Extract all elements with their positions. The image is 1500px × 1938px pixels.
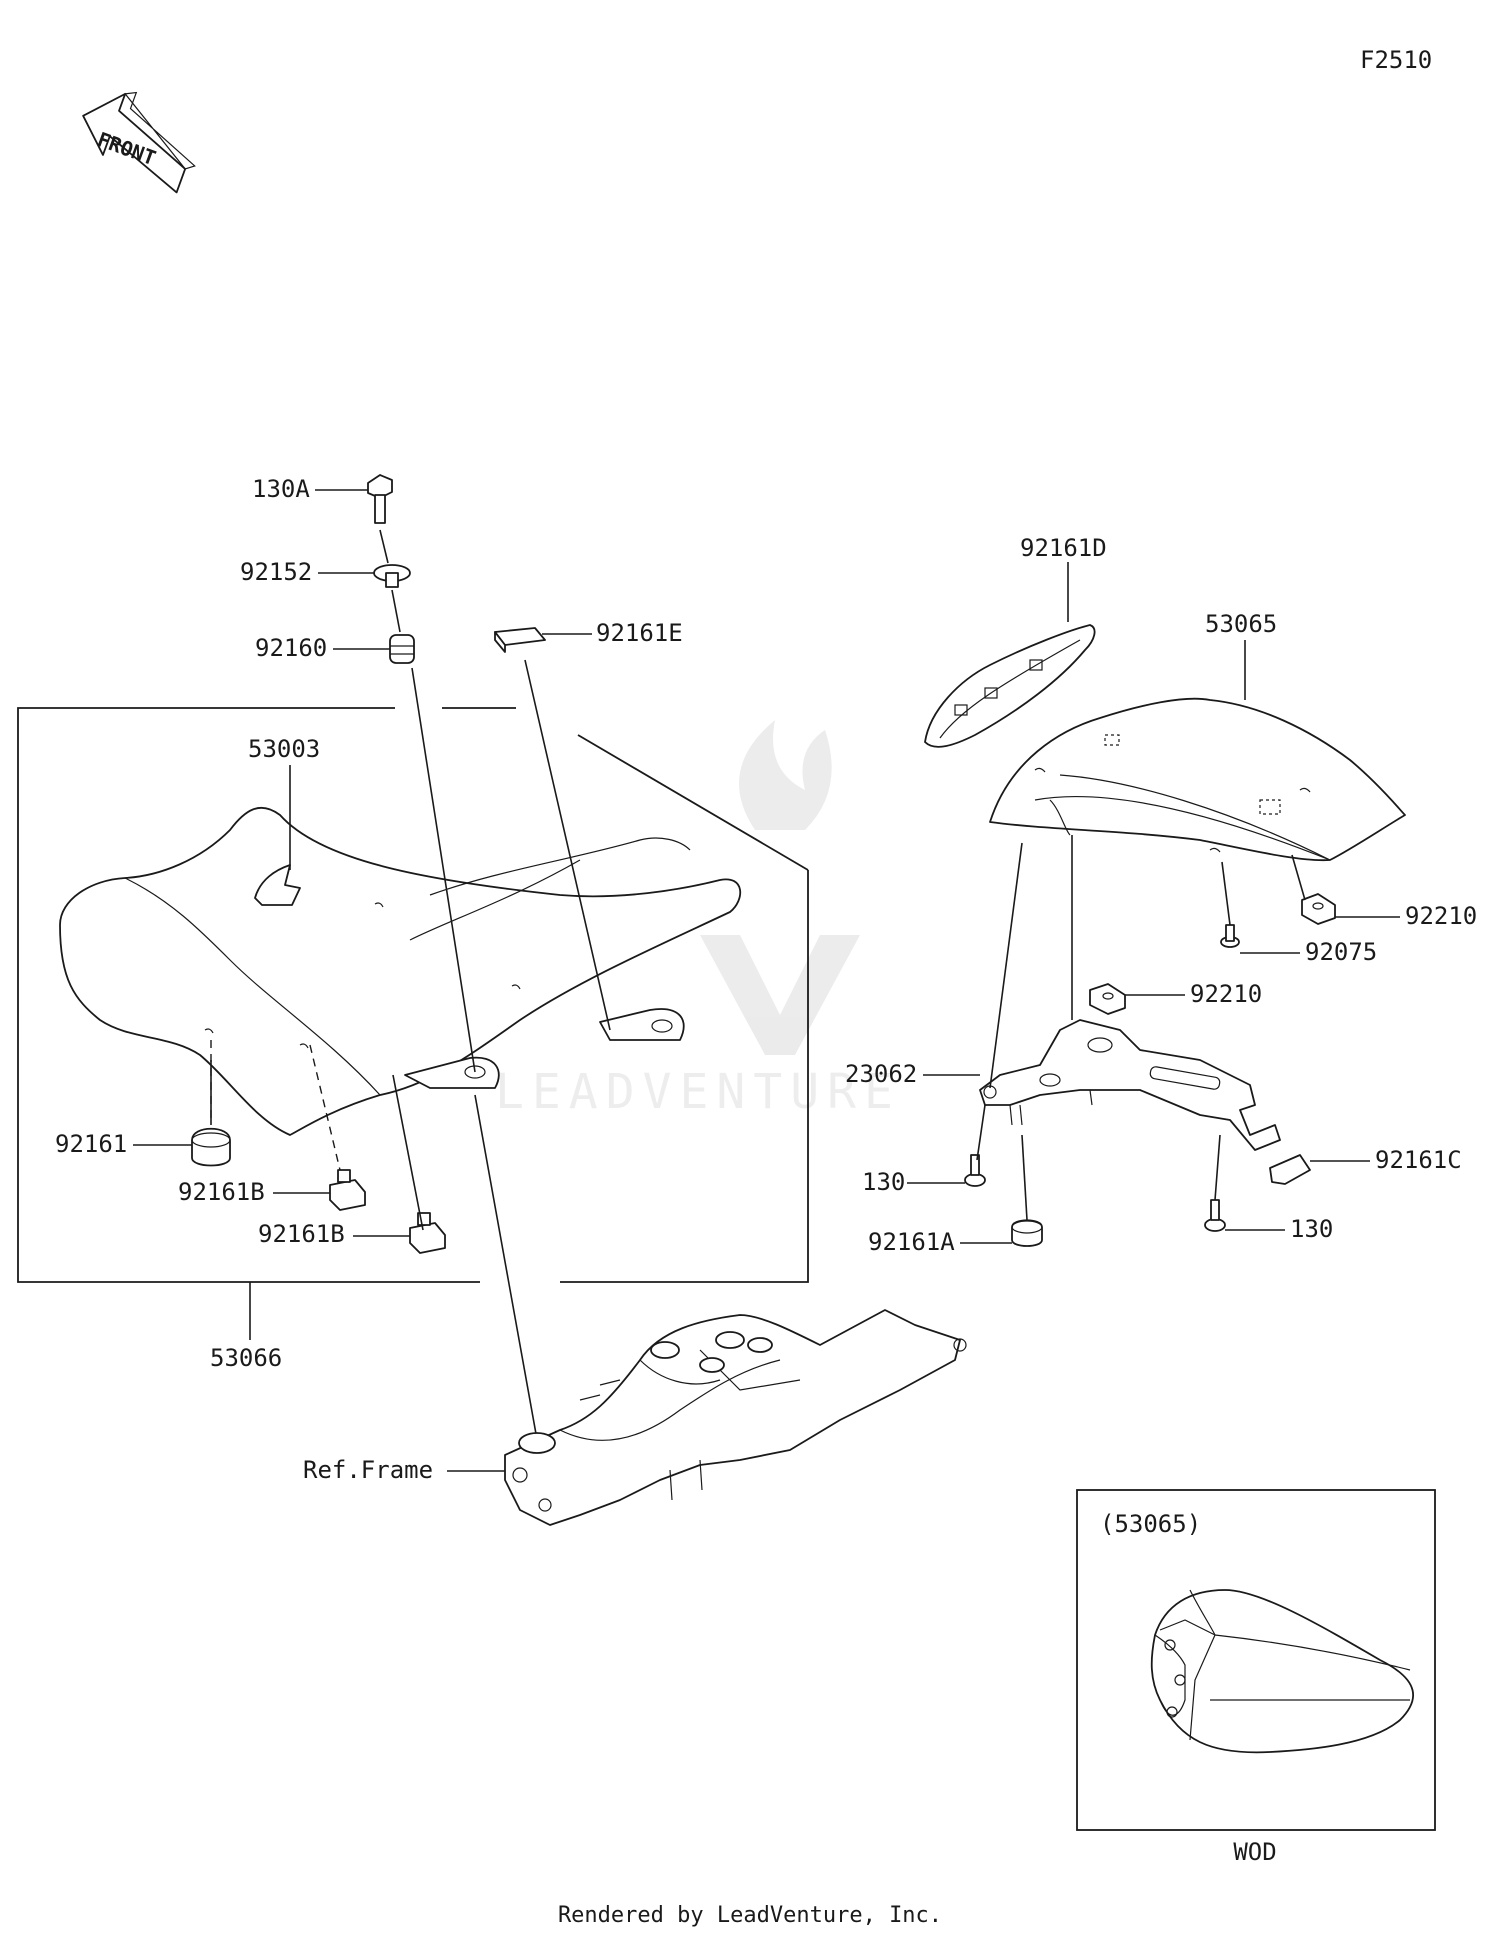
damper-92161B-2 (409, 1212, 446, 1254)
nut-92210-1 (1301, 893, 1336, 925)
inset-seat-cover (1150, 1589, 1415, 1754)
cover-insert-92161D (924, 624, 1096, 748)
footer-credit: Rendered by LeadVenture, Inc. (558, 1903, 942, 1928)
label-23062: 23062 (845, 1060, 917, 1088)
label-92210-1: 92210 (1405, 902, 1477, 930)
diagram-code: F2510 (1360, 46, 1432, 74)
damper-92161A (1011, 1219, 1043, 1247)
label-92161E: 92161E (596, 619, 683, 647)
label-92075: 92075 (1305, 938, 1377, 966)
seat-cover-53065 (989, 697, 1406, 862)
label-92161B-2: 92161B (258, 1220, 345, 1248)
label-53003: 53003 (248, 735, 320, 763)
screw-92075 (1220, 924, 1240, 948)
ref-frame (504, 1309, 967, 1526)
watermark-text: LEADVENTURE (495, 1064, 901, 1120)
bolt-130-1 (964, 1154, 986, 1187)
bolt-130A (367, 474, 393, 524)
grommet-92160 (389, 634, 415, 664)
inset-caption: WOD (1233, 1838, 1276, 1866)
bracket-23062 (979, 1019, 1281, 1151)
label-130A: 130A (252, 475, 310, 503)
nut-92210-2 (1089, 983, 1126, 1015)
label-53065: 53065 (1205, 610, 1277, 638)
label-92161C: 92161C (1375, 1146, 1462, 1174)
label-130-2: 130 (1290, 1215, 1333, 1243)
watermark: LEADVENTURE (495, 720, 901, 1120)
label-130-1: 130 (862, 1168, 905, 1196)
label-92152: 92152 (240, 558, 312, 586)
label-92160: 92160 (255, 634, 327, 662)
washer-92152 (373, 564, 411, 588)
damper-92161B-1 (329, 1169, 366, 1211)
bolt-130-2 (1204, 1199, 1226, 1232)
inset-title: (53065) (1100, 1510, 1201, 1538)
seat-assembly-frame (17, 707, 809, 1283)
label-92161D: 92161D (1020, 534, 1107, 562)
label-53066: 53066 (210, 1344, 282, 1372)
front-arrow-icon: FRONT (82, 91, 196, 194)
label-92161: 92161 (55, 1130, 127, 1158)
inset-box: (53065) WOD (1076, 1489, 1436, 1866)
label-92161A: 92161A (868, 1228, 955, 1256)
label-92161B-1: 92161B (178, 1178, 265, 1206)
damper-92161E (494, 627, 546, 653)
damper-92161 (191, 1127, 231, 1167)
damper-92161C (1269, 1154, 1311, 1185)
label-ref-frame: Ref.Frame (303, 1456, 433, 1484)
rider-seat (59, 806, 742, 1136)
label-92210-2: 92210 (1190, 980, 1262, 1008)
